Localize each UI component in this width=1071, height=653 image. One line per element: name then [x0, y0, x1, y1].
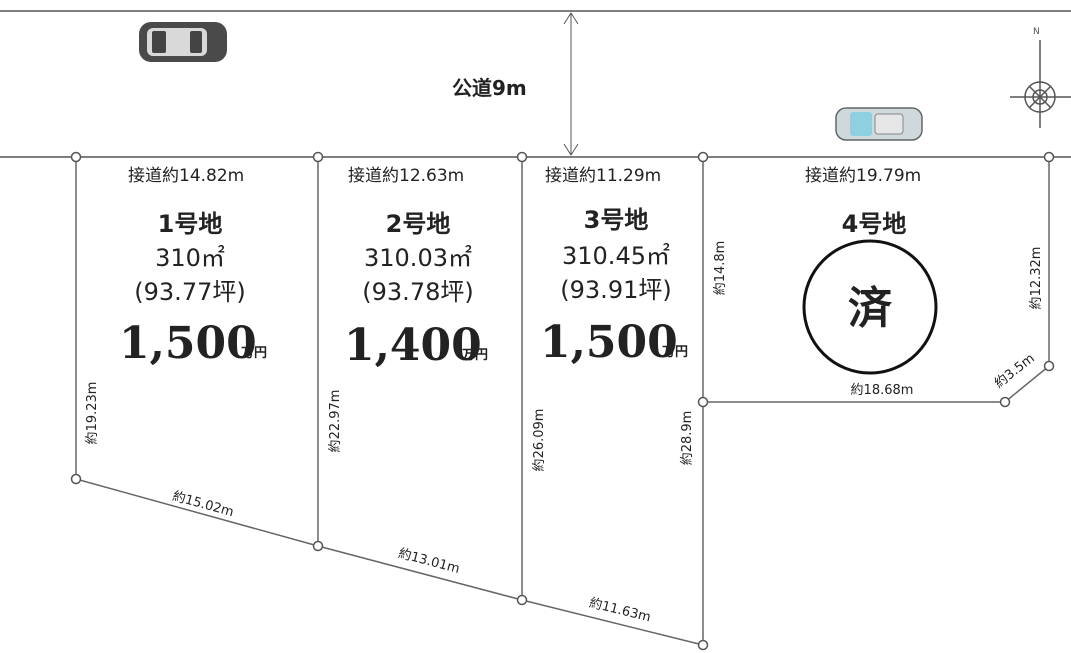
lot1-area: 310㎡: [155, 244, 225, 272]
lot4-frontage: 接道約19.79m: [805, 166, 921, 186]
boundary-points: [70, 151, 1055, 651]
lot1-tsubo: (93.77坪): [134, 278, 245, 306]
lot1-frontage: 接道約14.82m: [128, 166, 244, 186]
lot1-price: 1,500: [119, 318, 257, 369]
lot1-name: 1号地: [158, 210, 223, 238]
road-width-label: 公道9m: [452, 76, 527, 100]
lot4-left-dimension: 約14.8m: [713, 241, 728, 296]
lot3-price-unit: 万円: [661, 345, 688, 360]
lot2-area: 310.03㎡: [364, 244, 472, 272]
lot3-area: 310.45㎡: [562, 242, 670, 270]
road-width-arrow: [563, 12, 579, 156]
lot2-name: 2号地: [386, 210, 451, 238]
lot3-price: 1,500: [540, 317, 678, 368]
lot4-right-dimension: 約12.32m: [1029, 247, 1044, 310]
sold-circle: [802, 239, 938, 375]
lot3-left-dimension: 約26.09m: [532, 409, 547, 472]
lot4-name: 4号地: [842, 210, 907, 238]
lot2-price: 1,400: [344, 320, 482, 371]
compass-icon: N: [1010, 27, 1071, 128]
lot1-left-dimension: 約19.23m: [85, 382, 100, 445]
lot3-rear-dimension: 約11.63m: [588, 596, 653, 626]
svg-text:N: N: [1033, 27, 1040, 37]
lot3-tsubo: (93.91坪): [560, 276, 671, 304]
lot3-right-dimension: 約28.9m: [680, 411, 695, 466]
lot2-rear-dimension: 約13.01m: [397, 546, 462, 577]
lot-boundaries: [75, 157, 1050, 646]
lot3-frontage: 接道約11.29m: [545, 166, 661, 186]
lot4-rear-dimension: 約18.68m: [851, 383, 914, 398]
sold-badge: 済: [848, 283, 893, 334]
lot2-price-unit: 万円: [461, 348, 488, 363]
lot2-tsubo: (93.78坪): [362, 278, 473, 306]
lot2-left-dimension: 約22.97m: [328, 390, 343, 453]
lot1-price-unit: 万円: [240, 346, 267, 361]
car-icon: [139, 22, 227, 62]
lot3-name: 3号地: [584, 206, 649, 234]
lot4-corner-dimension: 約3.5m: [992, 351, 1038, 391]
lot2-frontage: 接道約12.63m: [348, 166, 464, 186]
lot1-rear-dimension: 約15.02m: [171, 489, 236, 520]
car-icon: [835, 107, 923, 141]
